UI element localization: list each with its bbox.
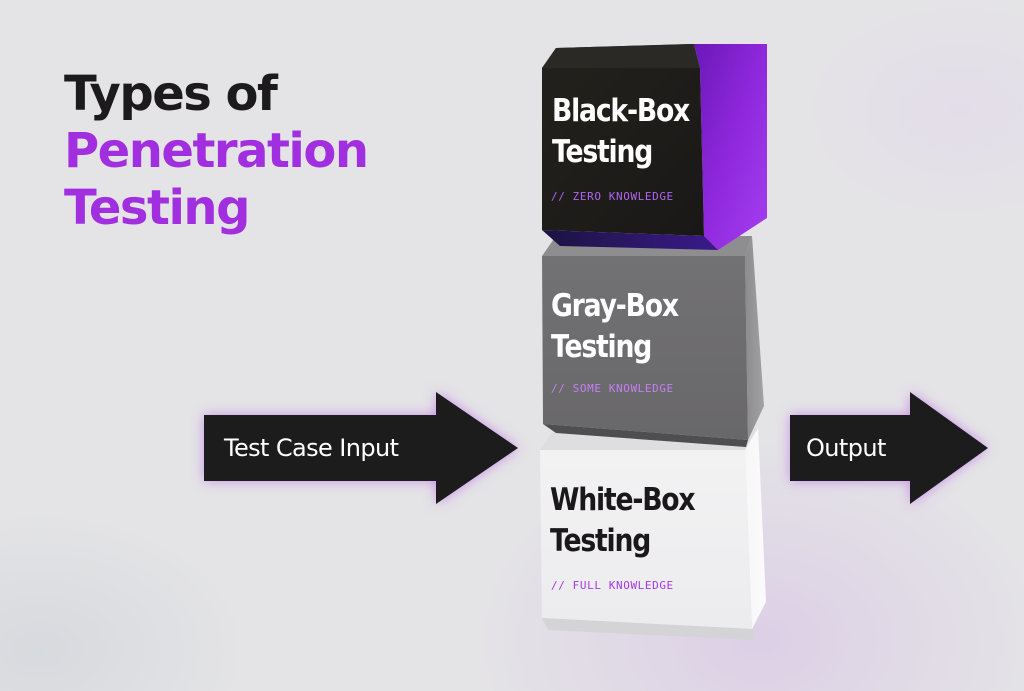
black-box-subtitle: // ZERO KNOWLEDGE [551,190,674,203]
gray-box-title-line1: Gray-Box [551,288,679,324]
black-box-title: Black-Box Testing [552,91,690,173]
gray-box [542,236,764,447]
title-line-1: Types of [64,66,278,122]
page-title: Types of Penetration Testing [64,66,369,237]
input-arrow [204,392,518,504]
input-arrow-label: Test Case Input [224,434,399,462]
gray-box-title: Gray-Box Testing [551,286,679,368]
output-arrow-label: Output [806,434,886,462]
gray-box-title-line2: Testing [551,329,652,365]
white-box-title-line2: Testing [550,523,651,559]
black-box-title-line1: Black-Box [552,93,690,129]
black-box-title-line2: Testing [552,134,653,170]
white-box-title: White-Box Testing [550,480,696,562]
gray-box-subtitle: // SOME KNOWLEDGE [551,382,674,395]
white-box-title-line1: White-Box [550,482,696,518]
white-box-subtitle: // FULL KNOWLEDGE [551,579,674,592]
title-line-2: Penetration [64,123,369,179]
title-line-3: Testing [64,180,250,236]
black-box [542,44,767,250]
output-arrow [790,392,988,504]
